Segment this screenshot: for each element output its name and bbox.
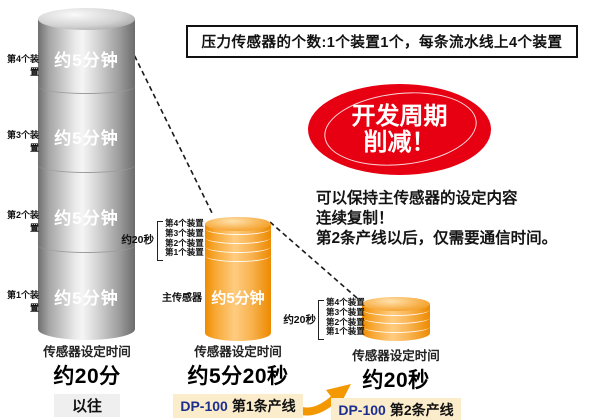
old-device-label-4: 第4个装置 xyxy=(6,54,39,77)
line2-time-value: 约20秒 xyxy=(362,369,430,392)
line2-device-label-3: 第3个装置 xyxy=(326,306,365,317)
line1-line-name: 第1条产线 xyxy=(231,398,296,414)
line1-device-label-3: 第3个装置 xyxy=(165,227,204,238)
line2-device-label-2: 第2个装置 xyxy=(326,316,365,327)
benefit-note-line2: 连续复制！ xyxy=(316,210,394,227)
line1-device-list: 第4个装置 第3个装置 第2个装置 第1个装置 xyxy=(165,218,204,258)
old-segment-time-label: 约5分钟 xyxy=(54,289,119,308)
line1-bracket-time-label: 约20秒 xyxy=(121,234,154,246)
line2-bracket xyxy=(318,300,324,340)
old-segment-time-label: 约5分钟 xyxy=(54,51,119,70)
line1-device-label-4: 第4个装置 xyxy=(165,218,204,228)
line1-device-label-2: 第2个装置 xyxy=(165,237,204,248)
old-tag: 以往 xyxy=(53,394,120,417)
line1-time-value: 约5分20秒 xyxy=(187,365,289,388)
line2-device-list: 第4个装置 第3个装置 第2个装置 第1个装置 xyxy=(326,297,365,337)
line2-disc-stack xyxy=(362,297,430,341)
old-segment-time-label: 约5分钟 xyxy=(54,129,119,148)
old-segment-time-label: 约5分钟 xyxy=(54,209,119,228)
line2-line-name: 第2条产线 xyxy=(389,402,454,418)
disc-divider xyxy=(362,320,430,333)
old-time-value: 约20分 xyxy=(53,365,121,388)
old-device-label-2: 第2个装置 xyxy=(6,210,39,233)
old-device-label-1: 第1个装置 xyxy=(6,290,39,313)
reduction-badge: 开发周期 削减！ xyxy=(308,84,491,175)
line1-device-label-1: 第1个装置 xyxy=(165,247,204,258)
benefit-note-line3: 第2条产线以后，仅需要通信时间。 xyxy=(316,230,558,247)
line1-cylinder: 约5分钟 xyxy=(205,217,271,341)
line2-bracket-time-label: 约20秒 xyxy=(283,314,316,326)
line2-device-label-1: 第1个装置 xyxy=(326,326,365,337)
line1-body-time-label: 约5分钟 xyxy=(211,290,265,307)
disc-divider xyxy=(205,249,271,262)
segment-divider xyxy=(38,158,135,173)
badge-line1: 开发周期 xyxy=(351,102,448,130)
line2-brand-label: DP-100 xyxy=(338,402,386,418)
benefit-note-line1: 可以保持主传感器的设定内容 xyxy=(316,190,518,207)
segment-divider xyxy=(38,238,135,253)
benefit-note: 可以保持主传感器的设定内容 连续复制！ 第2条产线以后，仅需要通信时间。 xyxy=(316,189,557,249)
transfer-arrow-head-icon xyxy=(326,384,351,407)
line2-time-label: 传感器设定时间 xyxy=(352,349,440,363)
master-sensor-label: 主传感器 xyxy=(162,293,202,304)
segment-divider xyxy=(38,79,135,94)
old-cylinder-top xyxy=(38,8,135,30)
line2-device-label-4: 第4个装置 xyxy=(326,297,365,307)
line1-bracket xyxy=(157,221,163,261)
dashed-line-line1-to-line2 xyxy=(269,221,358,299)
old-cylinder-body xyxy=(38,19,135,340)
old-device-label-3: 第3个装置 xyxy=(6,130,39,153)
old-method-cylinder: 约5分钟 约5分钟 约5分钟 约5分钟 xyxy=(38,8,135,342)
pressure-sensor-info-box: 压力传感器的个数:1个装置1个，每条流水线上4个装置 xyxy=(186,25,578,58)
line1-time-label: 传感器设定时间 xyxy=(194,345,282,359)
old-summary: 传感器设定时间 约20分 以往 xyxy=(22,341,152,417)
old-time-label: 传感器设定时间 xyxy=(43,345,131,359)
line1-brand-label: DP-100 xyxy=(180,398,228,414)
badge-line2: 削减！ xyxy=(363,128,436,156)
